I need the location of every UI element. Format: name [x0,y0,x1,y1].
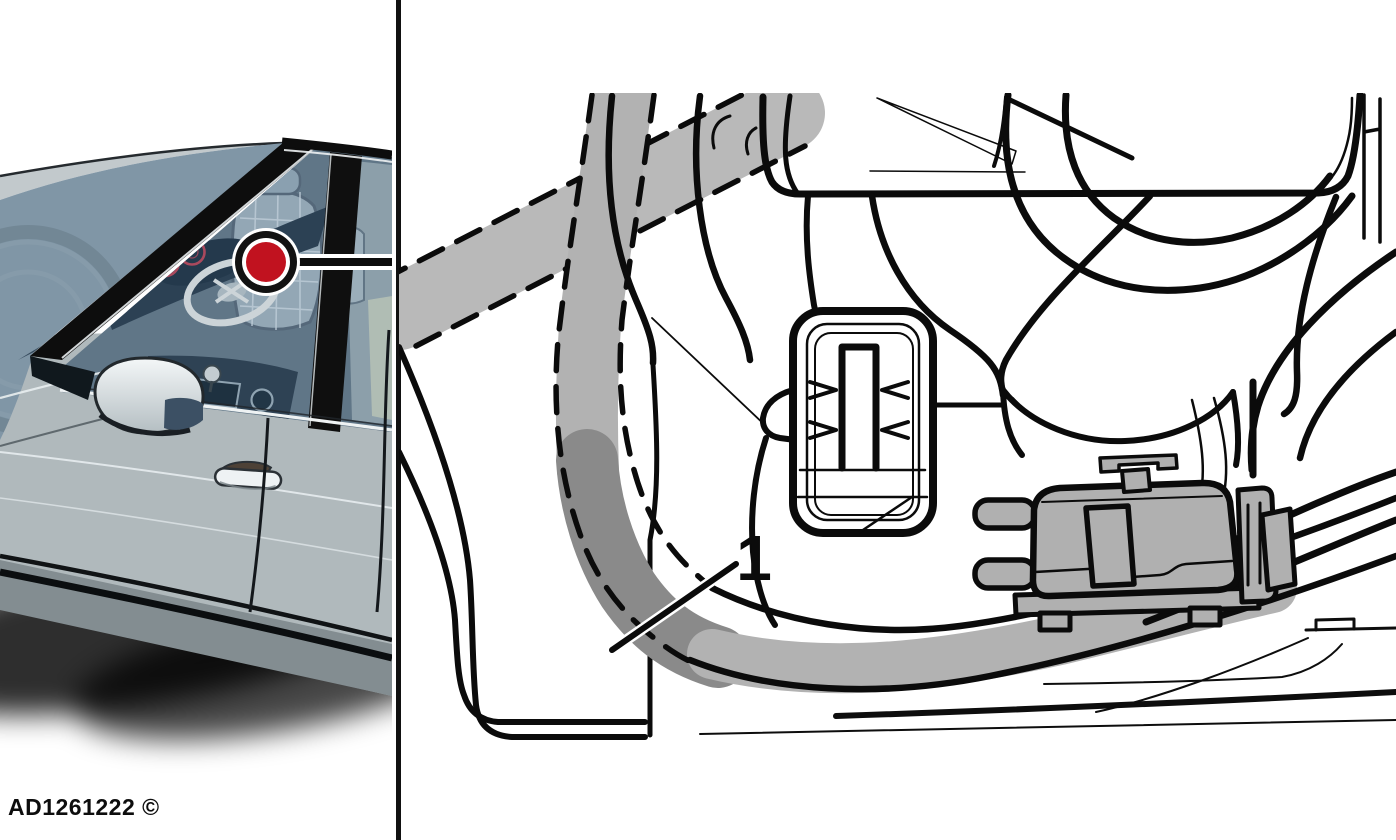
connector-latch [1259,506,1298,593]
roofline [281,137,392,160]
b-pillar [308,152,362,432]
funnel-shape [1000,378,1257,504]
callout-label: 1 [736,522,772,594]
front-door-gap [248,417,270,613]
a-pillar [30,142,318,360]
mounting-bracket [749,307,1006,628]
connector-pin [972,557,1038,591]
callout: 1 [606,522,772,656]
panel-divider [396,0,401,840]
figure-code: AD1261222 © [8,794,160,820]
side-mirror [30,356,205,436]
connector-pin [972,497,1038,531]
fender-liner-outline [399,317,769,740]
detail-diagram-panel: 1 [399,93,1396,740]
gear-shifter [202,364,222,384]
rear-door-gap [375,329,391,613]
callout-leader-line [609,561,739,653]
car-overview-panel [0,137,392,740]
windshield-glass [0,143,284,440]
location-marker-icon [232,228,392,296]
car-hood [0,143,284,200]
harness-wires [605,93,801,367]
firewall-panel-outline [759,93,1364,198]
connector-assembly [972,453,1298,633]
